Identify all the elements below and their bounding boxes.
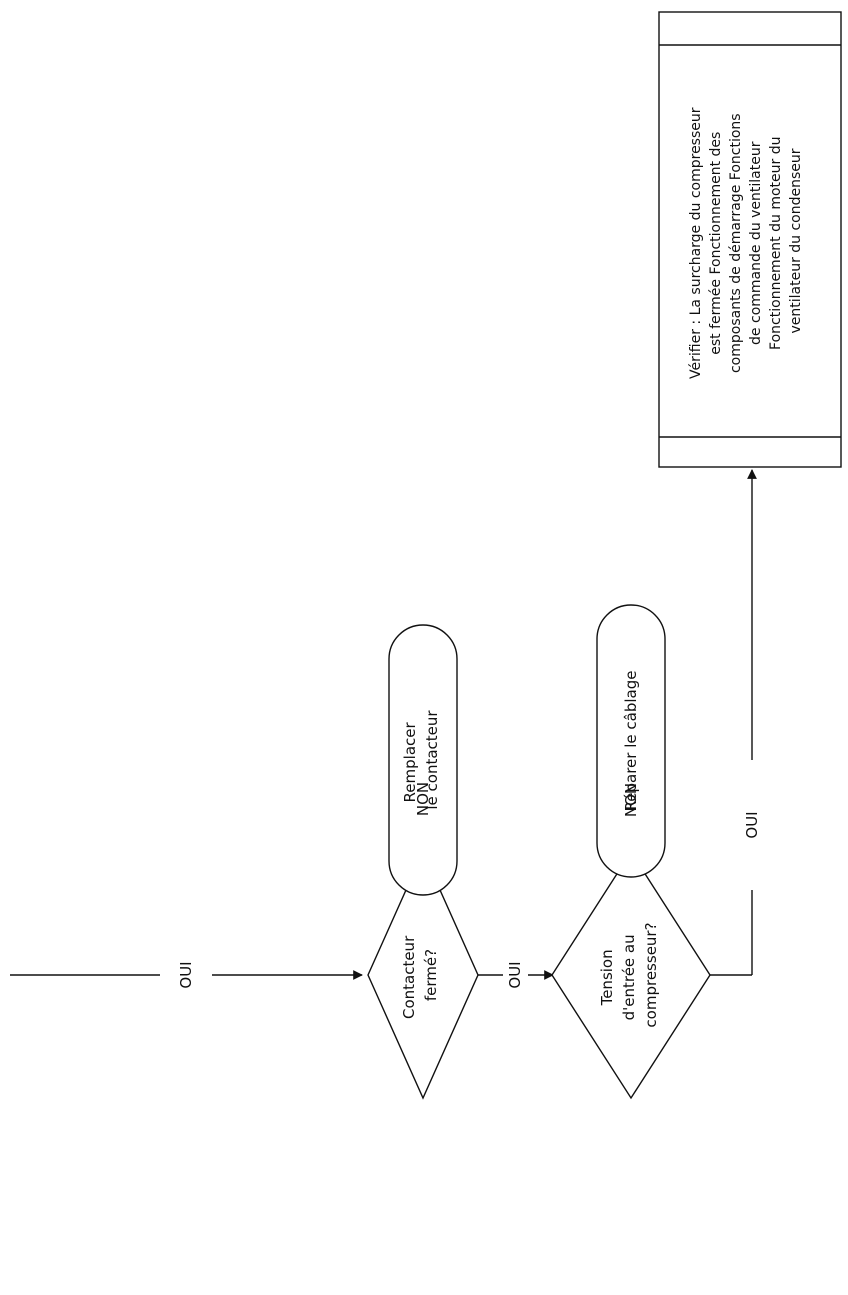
replace-contactor-terminal <box>388 624 458 896</box>
voltage-decision-label: Tension d'entrée au compresseur? <box>598 922 660 1027</box>
check-process-line2: est fermée Fonctionnement des <box>708 132 724 355</box>
check-process-line1: Vérifier : La surcharge du compresseur <box>688 107 704 379</box>
edge-label-no-voltage-visible: NON <box>622 783 640 817</box>
check-process-line4: de commande du ventilateur <box>748 141 764 345</box>
edge-label-yes-entry: OUI <box>177 961 195 988</box>
repair-wiring-line1: Réparer le câblage <box>622 671 640 812</box>
replace-contactor-label: Remplacer le contacteur <box>401 710 441 810</box>
replace-contactor-line2: le contacteur <box>423 710 441 810</box>
check-process-box <box>658 11 842 468</box>
contactor-decision-diamond <box>367 850 479 1100</box>
connectors <box>10 822 554 980</box>
check-process-line5: Fonctionnement du moteur du <box>768 137 784 350</box>
voltage-decision-diamond <box>551 850 711 1100</box>
contactor-decision-line1: Contacteur <box>400 935 418 1019</box>
repair-wiring-label: Réparer le câblage <box>622 671 640 812</box>
check-process-line3: composants de démarrage Fonctions <box>728 113 744 373</box>
contactor-decision-line2: fermé? <box>422 949 440 1001</box>
contactor-decision-label: Contacteur fermé? <box>400 931 440 1019</box>
check-process-text: Vérifier : La surcharge du compresseur e… <box>688 103 804 379</box>
edge-label-yes-contactor: OUI <box>506 961 524 988</box>
voltage-decision-line2: d'entrée au <box>620 934 638 1020</box>
edge-label-yes-voltage: OUI <box>743 811 761 838</box>
voltage-decision-line3: compresseur? <box>642 922 660 1027</box>
replace-contactor-line1: Remplacer <box>401 722 419 803</box>
edge-label-no-contactor: NON <box>414 782 432 816</box>
repair-wiring-terminal <box>596 604 666 878</box>
voltage-decision-line1: Tension <box>598 949 616 1006</box>
check-process-line6: ventilateur du condenseur <box>788 148 804 333</box>
